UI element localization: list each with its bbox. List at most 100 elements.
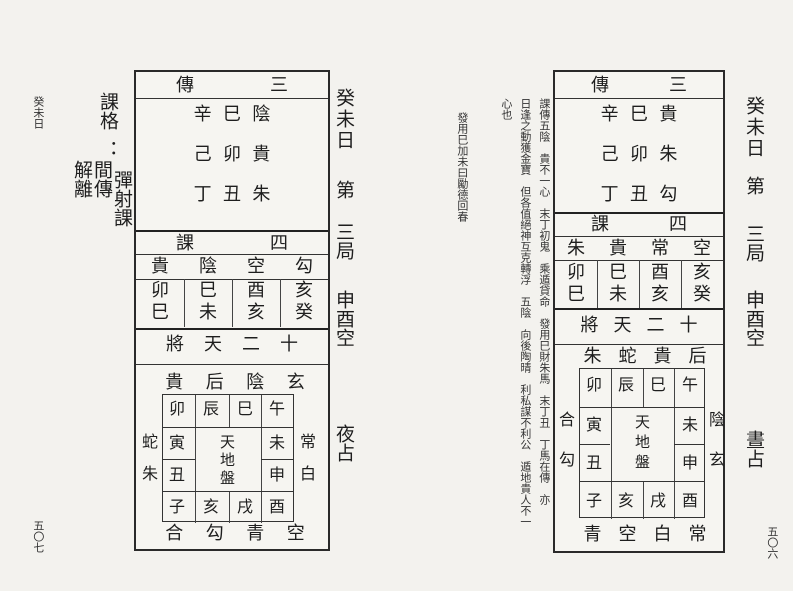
commentary-title: 發用巳加未曰勵德回春 bbox=[455, 112, 469, 222]
grid-left-1: 寅 bbox=[169, 433, 186, 452]
ke-title-a: 課 bbox=[176, 233, 194, 254]
r-grid-top-2: 辰 bbox=[618, 375, 635, 394]
ke-god-3: 空 bbox=[247, 256, 265, 277]
ke-upper-4: 亥 bbox=[295, 280, 313, 301]
r-ke-lower-row: 巳 未 亥 癸 bbox=[555, 284, 723, 306]
grid-bottom-1: 子 bbox=[169, 497, 186, 516]
r-ke-lower-1: 巳 bbox=[567, 284, 585, 305]
chuan-2-branch: 卯 bbox=[222, 144, 241, 165]
right-page-number: 五〇六 bbox=[765, 526, 779, 559]
r-heaven-bottom-2: 空 bbox=[618, 524, 637, 545]
ke-god-4: 勾 bbox=[295, 256, 313, 277]
ge-item-3: 解離 bbox=[71, 160, 93, 198]
r-grid-bottom-4: 酉 bbox=[682, 491, 699, 510]
r-heaven-top-1: 朱 bbox=[583, 346, 602, 367]
r-heaven-bottom-3: 白 bbox=[653, 524, 672, 545]
heaven-top-row: 貴 后 陰 玄 bbox=[136, 372, 328, 394]
grid-bottom-3: 戌 bbox=[237, 497, 254, 516]
r-jiang-title-3: 二 bbox=[646, 315, 665, 336]
ge-item-1: 彈射課 bbox=[111, 170, 133, 227]
r-grid-bottom-1: 子 bbox=[586, 491, 603, 510]
ke-god-2: 陰 bbox=[199, 256, 217, 277]
chuan-1-branch: 巳 bbox=[222, 104, 241, 125]
chuan-title-a: 傳 bbox=[176, 75, 194, 96]
r-center-char-1: 天 bbox=[635, 413, 651, 431]
center-char-2: 地 bbox=[220, 451, 236, 469]
heaven-top-2: 后 bbox=[205, 372, 224, 393]
ke-god-1: 貴 bbox=[151, 256, 169, 277]
grid-right-2: 申 bbox=[269, 465, 286, 484]
ge-item-2: 間傳 bbox=[91, 160, 113, 198]
chuan-3-branch: 丑 bbox=[222, 184, 241, 205]
r-ke-title-row: 課 四 bbox=[555, 215, 723, 235]
r-grid-right-2: 申 bbox=[682, 453, 699, 472]
r-heaven-bottom-row: 青 空 白 常 bbox=[555, 524, 723, 546]
right-chart-box: 傳 三 辛 巳 貴 己 卯 朱 丁 丑 勾 課 四 朱 貴 常 空 bbox=[553, 70, 725, 553]
grid-top-3: 巳 bbox=[237, 399, 254, 418]
left-chart-box: 傳 三 辛 巳 陰 己 卯 貴 丁 丑 朱 課 四 貴 陰 空 勾 bbox=[134, 70, 330, 551]
heaven-top-1: 貴 bbox=[165, 372, 184, 393]
right-side-ju: 三局 bbox=[743, 224, 765, 262]
commentary-line-3: 心也 bbox=[499, 98, 513, 120]
heaven-bottom-row: 合 勾 青 空 bbox=[136, 524, 328, 544]
r-grid-left-2: 丑 bbox=[586, 453, 603, 472]
r-grid-left-1: 寅 bbox=[586, 415, 603, 434]
heaven-bottom-4: 空 bbox=[286, 523, 305, 544]
chuan-1-god: 陰 bbox=[252, 104, 271, 125]
left-page-number: 五〇七 bbox=[31, 520, 45, 553]
center-char-3: 盤 bbox=[220, 469, 236, 487]
jiang-title-row: 將 天 二 十 bbox=[136, 331, 328, 359]
r-heaven-top-row: 朱 蛇 貴 后 bbox=[555, 346, 723, 368]
heaven-bottom-1: 合 bbox=[165, 523, 184, 544]
r-chuan-title-b: 三 bbox=[669, 75, 687, 96]
r-heaven-bottom-4: 常 bbox=[688, 524, 707, 545]
ke-lower-3: 亥 bbox=[247, 302, 265, 323]
heaven-bottom-3: 青 bbox=[246, 523, 265, 544]
r-ke-lower-3: 亥 bbox=[651, 284, 669, 305]
commentary-line-1: 課傳五陰 貴不一心 末丁初鬼 乘遁貸命 發用巳財朱馬 末丁丑 丁馬在傳 亦 bbox=[537, 98, 551, 505]
r-chuan-row-1: 辛 巳 貴 bbox=[555, 102, 723, 128]
right-side-day: 癸未日 bbox=[743, 96, 765, 159]
r-chuan-1-branch: 巳 bbox=[629, 104, 648, 125]
right-side-kong: 申酉空 bbox=[743, 290, 765, 347]
left-side-ju: 三局 bbox=[333, 222, 355, 260]
r-grid-right-1: 未 bbox=[682, 415, 699, 434]
jiang-title-1: 將 bbox=[166, 334, 184, 355]
commentary-line-2: 日逢之動獲金寶 但各值絕神互克轉浮 五陰 向後陶晴 利私謀不利公 遁地貴人不一 bbox=[518, 98, 532, 527]
r-heaven-right-1: 陰 bbox=[709, 410, 726, 429]
ke-lower-4: 癸 bbox=[295, 302, 313, 323]
r-chuan-3-god: 勾 bbox=[659, 184, 678, 205]
heaven-right-1: 常 bbox=[300, 432, 317, 451]
grid-bottom-4: 酉 bbox=[269, 497, 286, 516]
heaven-right-2: 白 bbox=[300, 464, 317, 483]
left-running-head: 癸未日 bbox=[31, 96, 45, 129]
r-ke-upper-3: 酉 bbox=[651, 262, 669, 283]
r-chuan-2-branch: 卯 bbox=[629, 144, 648, 165]
right-side-zhan: 晝占 bbox=[743, 430, 765, 468]
r-ke-title-b: 四 bbox=[669, 214, 687, 235]
r-chuan-title-a: 傳 bbox=[591, 75, 609, 96]
heaven-top-3: 陰 bbox=[246, 372, 265, 393]
grid-right-1: 未 bbox=[269, 433, 286, 452]
grid-left-2: 丑 bbox=[169, 465, 186, 484]
r-grid-top-3: 巳 bbox=[650, 375, 667, 394]
r-center-char-3: 盤 bbox=[635, 453, 651, 471]
r-heaven-top-3: 貴 bbox=[653, 346, 672, 367]
right-side-di: 第 bbox=[743, 176, 765, 195]
r-grid-bottom-3: 戌 bbox=[650, 491, 667, 510]
r-ke-upper-4: 亥 bbox=[693, 262, 711, 283]
r-heaven-top-2: 蛇 bbox=[618, 346, 637, 367]
r-jiang-title-1: 將 bbox=[580, 315, 599, 336]
r-chuan-row-2: 己 卯 朱 bbox=[555, 142, 723, 168]
r-jiang-title-row: 將 天 二 十 bbox=[555, 312, 723, 340]
grid-bottom-2: 亥 bbox=[203, 497, 220, 516]
r-ke-upper-2: 巳 bbox=[609, 262, 627, 283]
ke-upper-2: 巳 bbox=[199, 280, 217, 301]
ke-lower-2: 未 bbox=[199, 302, 217, 323]
heaven-left-1: 蛇 bbox=[142, 432, 159, 451]
chuan-row-3: 丁 丑 朱 bbox=[136, 180, 328, 210]
r-chuan-3-stem: 丁 bbox=[600, 184, 619, 205]
grid-top-1: 卯 bbox=[169, 399, 186, 418]
jiang-title-2: 天 bbox=[204, 334, 222, 355]
r-chuan-title-row: 傳 三 bbox=[555, 76, 723, 96]
